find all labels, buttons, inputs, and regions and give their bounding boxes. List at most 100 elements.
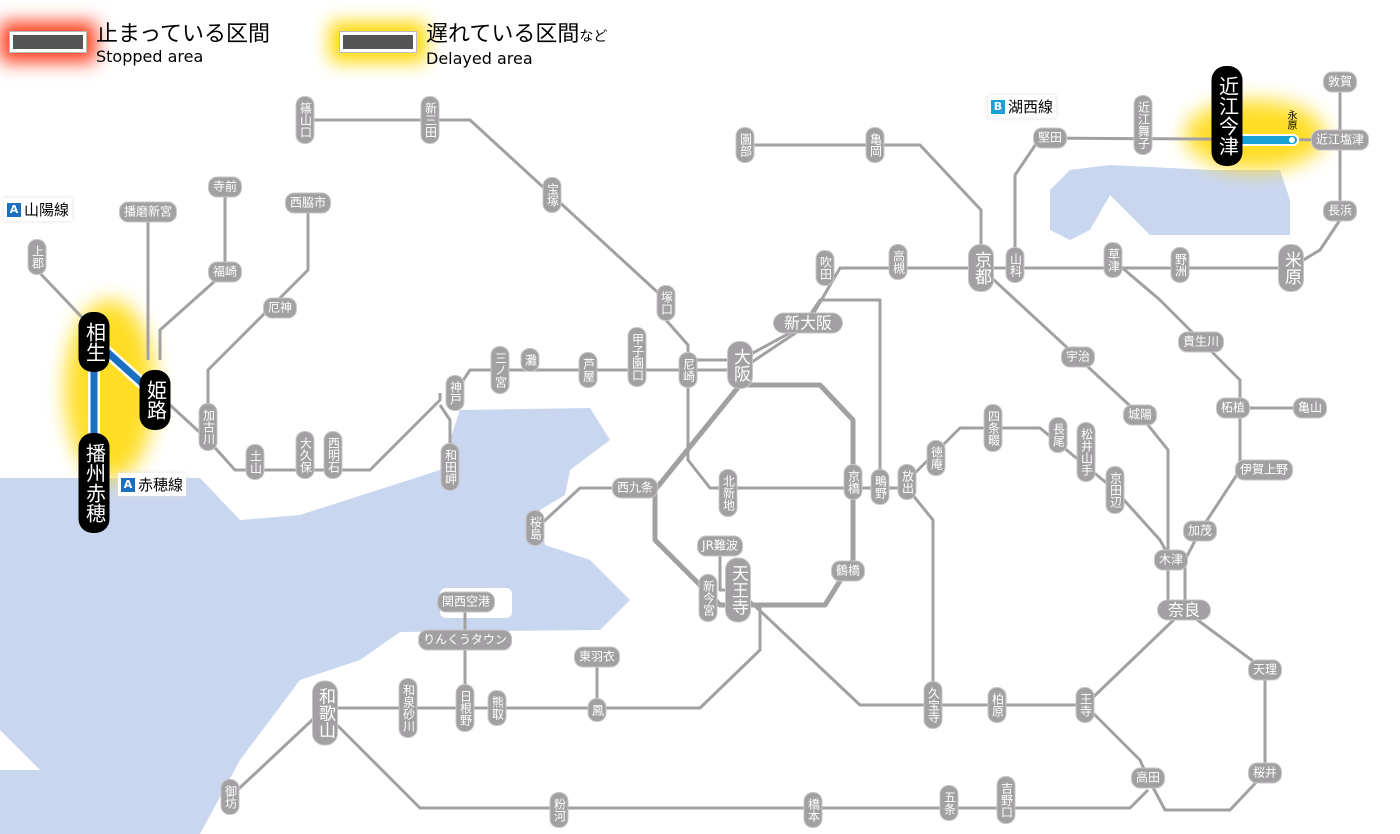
station-label[interactable]: 和歌山: [312, 680, 338, 746]
line-label-ako[interactable]: A 赤穂線: [118, 473, 187, 496]
station-label[interactable]: 久宝寺: [923, 681, 943, 729]
station-label[interactable]: 上郡: [27, 239, 47, 275]
station-label[interactable]: 長尾: [1048, 417, 1068, 453]
legend-delayed-suffix: など: [579, 29, 608, 45]
station-label[interactable]: 宇治: [1060, 346, 1096, 368]
station-label[interactable]: 西脇市: [284, 192, 332, 214]
station-label[interactable]: 福崎: [207, 261, 243, 283]
station-label[interactable]: 甲子園口: [627, 327, 647, 387]
station-label[interactable]: 近江塩津: [1310, 129, 1370, 151]
station-label[interactable]: 野洲: [1170, 247, 1190, 283]
water: [0, 165, 1290, 834]
station-label[interactable]: 高田: [1130, 767, 1166, 789]
station-label[interactable]: 加古川: [198, 403, 218, 451]
station-label[interactable]: 土山: [245, 444, 265, 480]
station-label[interactable]: 播磨新宮: [118, 201, 178, 223]
station-label[interactable]: 灘: [520, 348, 540, 372]
station-label[interactable]: 関西空港: [436, 591, 496, 613]
line-label-sanyo[interactable]: A 山陽線: [4, 198, 73, 221]
station-label[interactable]: 桜井: [1247, 762, 1283, 784]
station-label[interactable]: 篠山口: [295, 96, 315, 144]
station-label[interactable]: 天王寺: [725, 557, 751, 623]
station-label[interactable]: 近江舞子: [1133, 95, 1153, 155]
station-label[interactable]: 木津: [1153, 549, 1189, 571]
legend-delayed: 遅れている区間など Delayed area: [339, 22, 608, 68]
line-name: 山陽線: [24, 201, 70, 219]
station-label[interactable]: 奈良: [1156, 599, 1212, 621]
station-label[interactable]: 城陽: [1122, 404, 1158, 426]
station-label[interactable]: 敦賀: [1322, 71, 1358, 93]
station-label[interactable]: 柘植: [1215, 397, 1251, 419]
station-label[interactable]: 堅田: [1032, 127, 1068, 149]
station-label[interactable]: 大阪: [727, 341, 753, 389]
line-badge: A: [7, 202, 21, 217]
station-label[interactable]: 北新地: [718, 469, 738, 517]
station-label[interactable]: 天理: [1247, 659, 1283, 681]
station-label[interactable]: 園部: [735, 127, 755, 163]
station-label[interactable]: 伊賀上野: [1234, 459, 1294, 481]
station-label[interactable]: 塚口: [656, 285, 676, 321]
station-label[interactable]: 王寺: [1075, 687, 1095, 723]
station-nagahara-label: 永原: [1285, 110, 1296, 130]
station-label[interactable]: 西九条: [611, 477, 659, 499]
station-label[interactable]: JR難波: [697, 535, 743, 557]
station-label[interactable]: 日根野: [455, 684, 475, 732]
station-label[interactable]: 柏原: [987, 687, 1007, 723]
station-label[interactable]: 米原: [1278, 244, 1304, 292]
station-label[interactable]: 芦屋: [578, 352, 598, 388]
station-label[interactable]: 放出: [897, 464, 917, 500]
line-label-kosei[interactable]: B 湖西線: [988, 95, 1057, 118]
station-label[interactable]: 加茂: [1182, 520, 1218, 542]
station-himeji-affected[interactable]: 姫路: [139, 370, 171, 430]
legend-stopped-jp: 止まっている区間: [96, 22, 271, 47]
station-label[interactable]: 鴫野: [870, 469, 890, 505]
station-label[interactable]: 長浜: [1322, 200, 1358, 222]
station-label[interactable]: 草津: [1103, 242, 1123, 278]
station-label[interactable]: 桜島: [525, 510, 545, 546]
station-label[interactable]: 橋本: [803, 792, 823, 828]
station-omi-imazu-affected[interactable]: 近江今津: [1211, 66, 1243, 166]
station-label[interactable]: 四条畷: [983, 404, 1003, 452]
legend-delayed-en: Delayed area: [426, 49, 533, 68]
station-label[interactable]: 神戸: [445, 375, 465, 411]
station-aioi-affected[interactable]: 相生: [78, 312, 110, 372]
station-label[interactable]: 新今宮: [698, 574, 718, 622]
station-label[interactable]: 新三田: [420, 96, 440, 144]
line-badge: B: [991, 99, 1005, 114]
station-label[interactable]: 亀山: [1292, 397, 1328, 419]
station-label[interactable]: 大久保: [295, 431, 315, 479]
station-label[interactable]: 鳳: [587, 698, 607, 722]
station-label[interactable]: りんくうタウン: [418, 629, 512, 651]
station-label[interactable]: 五条: [939, 785, 959, 821]
station-banshu-ako-affected[interactable]: 播州赤穂: [78, 433, 110, 533]
station-label[interactable]: 御坊: [220, 779, 240, 815]
station-label[interactable]: 徳庵: [926, 440, 946, 476]
station-label[interactable]: 宝塚: [542, 177, 562, 213]
station-label[interactable]: 貴生川: [1177, 331, 1225, 353]
station-label[interactable]: 京都: [968, 244, 994, 292]
station-label[interactable]: 山科: [1005, 247, 1025, 283]
line-name: 赤穂線: [138, 476, 184, 494]
station-label[interactable]: 熊取: [487, 690, 507, 726]
station-label[interactable]: 和泉砂川: [398, 678, 418, 738]
station-label[interactable]: 東羽衣: [573, 646, 621, 668]
station-label[interactable]: 寺前: [207, 176, 243, 198]
station-label[interactable]: 鶴橋: [830, 560, 866, 582]
stopped-swatch: [9, 31, 87, 53]
station-label[interactable]: 高槻: [888, 244, 908, 280]
station-label[interactable]: 吹田: [815, 250, 835, 286]
station-label[interactable]: 西明石: [323, 431, 343, 479]
station-label[interactable]: 京橋: [843, 464, 863, 500]
station-label[interactable]: 和田岬: [440, 443, 460, 491]
legend-stopped-en: Stopped area: [96, 47, 204, 66]
station-label[interactable]: 尼崎: [678, 352, 698, 388]
station-label[interactable]: 松井山手: [1076, 422, 1096, 482]
station-label[interactable]: 三ノ宮: [490, 346, 510, 394]
station-label[interactable]: 新大阪: [772, 312, 844, 334]
station-label[interactable]: 京田辺: [1105, 466, 1125, 514]
station-label[interactable]: 吉野口: [996, 776, 1016, 824]
station-label[interactable]: 粉河: [549, 792, 569, 828]
station-label[interactable]: 亀岡: [865, 127, 885, 163]
station-label[interactable]: 厄神: [262, 297, 298, 319]
